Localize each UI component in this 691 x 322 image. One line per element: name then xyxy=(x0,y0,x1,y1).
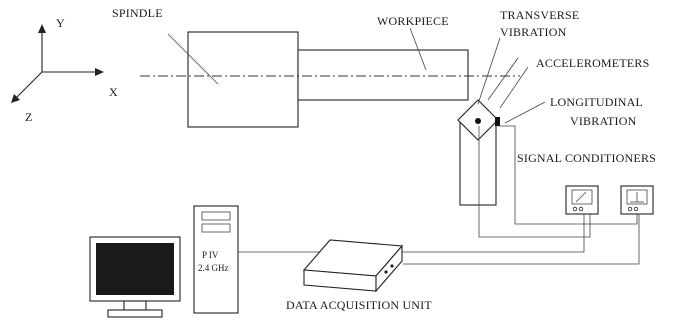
label-workpiece: WORKPIECE xyxy=(377,14,449,28)
sensor-cables xyxy=(478,125,638,238)
tool-holder xyxy=(457,37,546,206)
label-spindle: SPINDLE xyxy=(112,6,163,20)
label-daq: DATA ACQUISITION UNIT xyxy=(286,298,432,312)
coordinate-axes: Y X Z xyxy=(11,16,118,124)
workpiece xyxy=(297,27,469,101)
daq-cables xyxy=(238,214,640,265)
pc-cpu-label: P IV xyxy=(202,250,219,260)
axis-z-label: Z xyxy=(25,110,33,124)
label-signal-conditioners: SIGNAL CONDITIONERS xyxy=(517,151,656,165)
signal-conditioner-2 xyxy=(620,185,654,215)
spindle xyxy=(167,31,299,128)
label-longitudinal-2: VIBRATION xyxy=(570,114,637,128)
signal-conditioner-1 xyxy=(565,185,599,215)
label-longitudinal-1: LONGITUDINAL xyxy=(550,95,643,109)
monitor xyxy=(89,236,181,318)
data-acquisition-unit xyxy=(302,239,404,293)
pc-tower: P IV 2.4 GHz xyxy=(193,205,239,314)
pc-speed-label: 2.4 GHz xyxy=(198,263,229,273)
axis-y-label: Y xyxy=(56,16,65,30)
label-transverse-1: TRANSVERSE xyxy=(500,8,579,22)
label-transverse-2: VIBRATION xyxy=(500,25,567,39)
label-accelerometers: ACCELEROMETERS xyxy=(536,56,649,70)
axis-x-label: X xyxy=(109,85,118,99)
